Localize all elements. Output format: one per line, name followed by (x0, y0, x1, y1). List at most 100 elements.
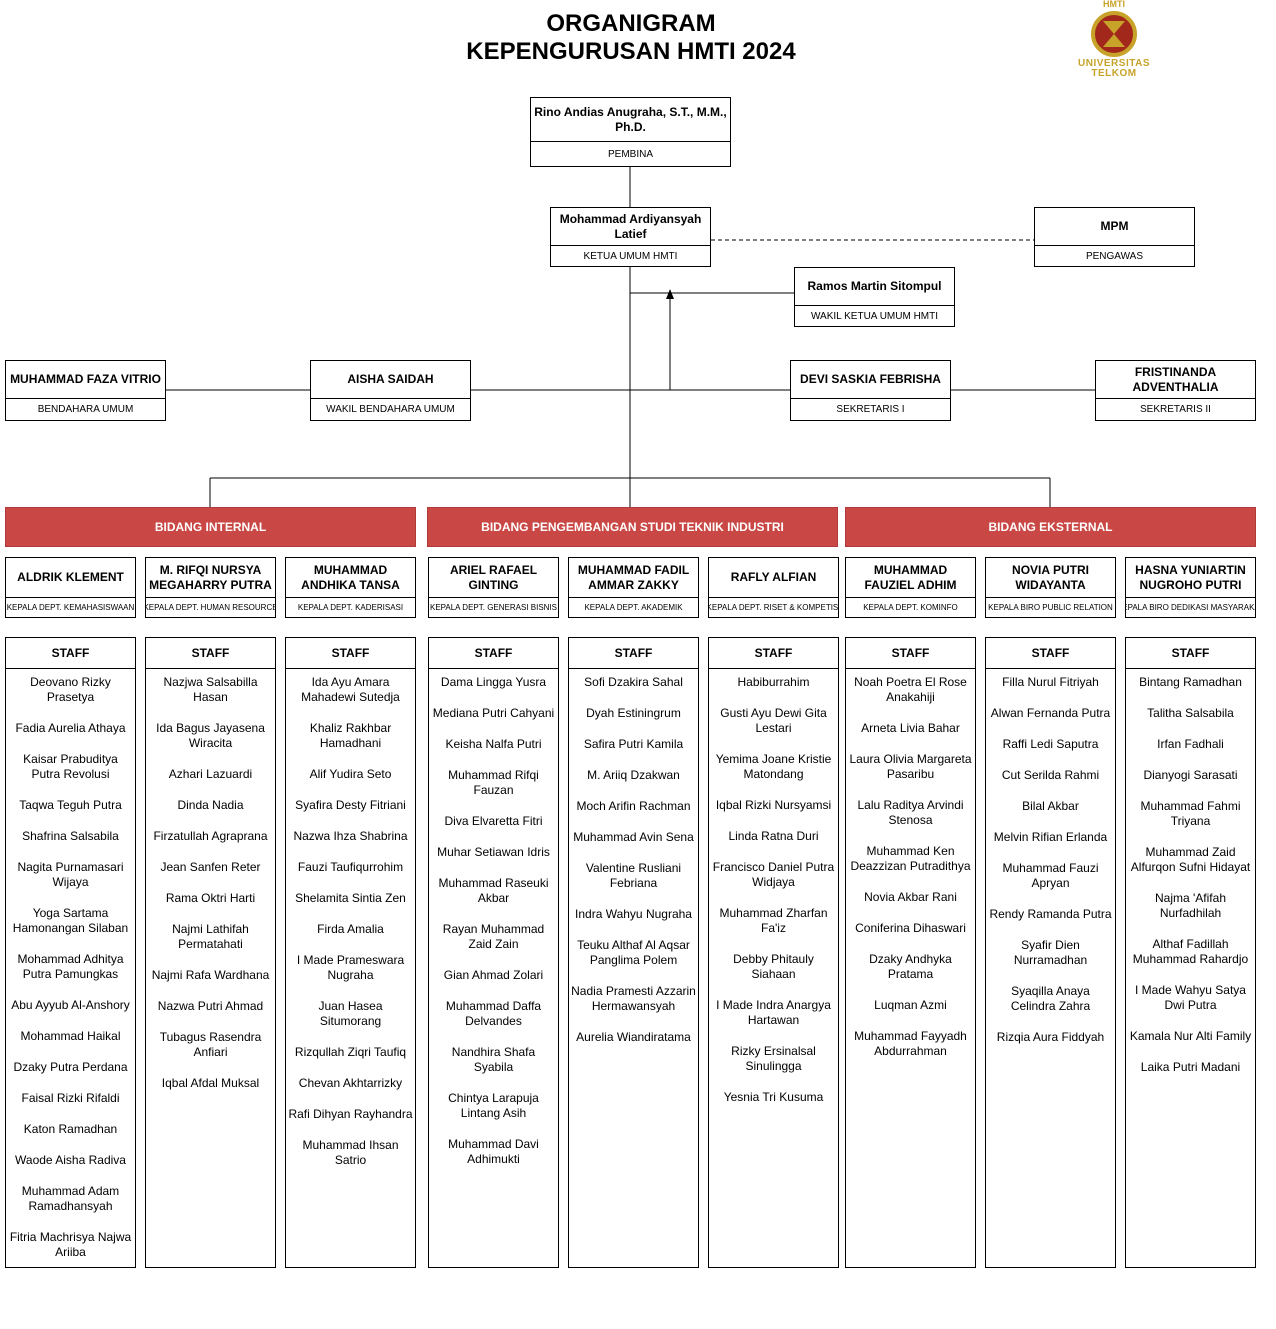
staff-header: STAFF (6, 638, 135, 669)
staff-member: Syafir Dien Nurramadhan (1013, 938, 1088, 967)
staff-member: Chintya Larapuja Lintang Asih (448, 1091, 539, 1120)
staff-member: Ida Ayu Amara Mahadewi Sutedja (301, 675, 400, 704)
staff-member: Iqbal Afdal Muksal (161, 1076, 260, 1090)
staff-member: Talitha Salsabila (1147, 706, 1234, 720)
staff-member: Linda Ratna Duri (728, 829, 819, 843)
staff-member: Novia Akbar Rani (864, 890, 957, 904)
staff-member: Dzaky Andhyka Pratama (869, 952, 952, 981)
staff-member: Dianyogi Sarasati (1143, 768, 1238, 782)
staff-member: Muhammad Fahmi Triyana (1140, 799, 1241, 828)
staff-member: Gusti Ayu Dewi Gita Lestari (720, 706, 827, 735)
staff-member: Ida Bagus Jayasena Wiracita (156, 721, 265, 750)
staff-member: Muhammad Zaid Alfurqon Sufni Hidayat (1130, 845, 1251, 874)
staff-member: Aurelia Wiandiratama (576, 1030, 691, 1044)
staff-member: Rafi Dihyan Rayhandra (288, 1107, 413, 1121)
staff-member: Waode Aisha Radiva (15, 1153, 126, 1167)
page-title: ORGANIGRAM KEPENGURUSAN HMTI 2024 (380, 10, 882, 66)
staff-member: Alwan Fernanda Putra (990, 706, 1111, 720)
staff-member: Firzatullah Agraprana (153, 829, 268, 843)
staff-member: Lalu Raditya Arvindi Stenosa (857, 798, 964, 827)
sekretaris-1-name: DEVI SASKIA FEBRISHA (791, 361, 950, 399)
staff-member: Muhammad Adam Ramadhansyah (21, 1184, 120, 1213)
staff-member: Yemima Joane Kristie Matondang (715, 752, 832, 781)
staff-member: Kamala Nur Alti Family (1129, 1029, 1252, 1043)
staff-member: Muhammad Fauzi Apryan (1002, 861, 1099, 890)
staff-member: Deovano Rizky Prasetya (30, 675, 111, 704)
staff-member: Noah Poetra El Rose Anakahiji (854, 675, 967, 704)
staff-member: Nazwa Ihza Shabrina (293, 829, 408, 843)
staff-member: Laika Putri Madani (1140, 1060, 1241, 1074)
staff-member: Teuku Althaf Al Aqsar Panglima Polem (577, 938, 690, 967)
logo-text-line-2: TELKOM (1091, 68, 1137, 79)
staff-member: Syaqilla Anaya Celindra Zahra (1010, 984, 1091, 1013)
dept-head-role: KEPALA DEPT. AKADEMIK (584, 603, 683, 612)
dept-head-role: KEPALA BIRO PUBLIC RELATION (988, 603, 1113, 612)
staff-member: Muhammad Daffa Delvandes (445, 999, 542, 1028)
hmti-logo: HMTI UNIVERSITAS TELKOM (1065, 0, 1163, 86)
wakil-ketua-role: WAKIL KETUA UMUM HMTI (810, 310, 939, 322)
bidang-internal: BIDANG INTERNAL (5, 507, 416, 547)
staff-member: Nagita Purnamasari Wijaya (17, 860, 124, 889)
staff-member: Muhammad Raseuki Akbar (438, 876, 549, 905)
logo-emblem-icon (1091, 11, 1137, 57)
dept-head-name: RAFLY ALFIAN (709, 558, 838, 598)
staff-member: Irfan Fadhali (1157, 737, 1224, 751)
staff-member: Khaliz Rakhbar Hamadhani (309, 721, 392, 750)
dept-head-role: KEPALA DEPT. KEMAHASISWAAN (6, 603, 135, 612)
staff-member: Mohammad Haikal (20, 1029, 121, 1043)
staff-member: Melvin Rifian Erlanda (993, 830, 1108, 844)
staff-member: Safira Putri Kamila (583, 737, 684, 751)
ketua-name: Mohammad Ardiyansyah Latief (551, 208, 710, 246)
staff-member: Muhammad Ihsan Satrio (302, 1138, 399, 1167)
staff-member: Luqman Azmi (874, 998, 947, 1012)
title-line-2: KEPENGURUSAN HMTI 2024 (466, 38, 796, 65)
staff-member: Nazjwa Salsabilla Hasan (163, 675, 258, 704)
staff-member: Laura Olivia Margareta Pasaribu (849, 752, 972, 781)
ketua-box: Mohammad Ardiyansyah Latief KETUA UMUM H… (550, 207, 711, 267)
staff-member: Moch Arifin Rachman (576, 799, 691, 813)
staff-member: M. Ariiq Dzakwan (587, 768, 680, 782)
staff-member: Muhammad Rifqi Fauzan (448, 768, 539, 797)
staff-member: Mohammad Adhitya Putra Pamungkas (17, 952, 124, 981)
staff-header: STAFF (286, 638, 415, 669)
dept-head-box: HASNA YUNIARTIN NUGROHO PUTRIKEPALA BIRO… (1125, 557, 1256, 618)
dept-head-name: ARIEL RAFAEL GINTING (429, 558, 558, 598)
staff-member: Najmi Rafa Wardhana (151, 968, 270, 982)
mpm-name: MPM (1035, 208, 1194, 246)
staff-member: Muhammad Avin Sena (573, 830, 694, 844)
staff-member: Cut Serilda Rahmi (1001, 768, 1100, 782)
staff-member: Althaf Fadillah Muhammad Rahardjo (1132, 937, 1249, 966)
sekretaris-1-box: DEVI SASKIA FEBRISHA SEKRETARIS I (790, 360, 951, 421)
staff-member: Tubagus Rasendra Anfiari (159, 1030, 262, 1059)
staff-member: Fauzi Taufiqurrohim (297, 860, 404, 874)
bendahara-role: BENDAHARA UMUM (37, 404, 134, 415)
bendahara-name: MUHAMMAD FAZA VITRIO (6, 361, 165, 399)
staff-member: Dyah Estiningrum (586, 706, 681, 720)
bidang-eksternal: BIDANG EKSTERNAL (845, 507, 1256, 547)
staff-member: Najma 'Afifah Nurfadhilah (1155, 891, 1226, 920)
sekretaris-2-box: FRISTINANDA ADVENTHALIA SEKRETARIS II (1095, 360, 1256, 421)
dept-head-role: KEPALA DEPT. KADERISASI (297, 603, 404, 612)
staff-member: Bintang Ramadhan (1139, 675, 1242, 689)
staff-member: Habiburrahim (737, 675, 810, 689)
sekretaris-2-name: FRISTINANDA ADVENTHALIA (1096, 361, 1255, 399)
staff-member: Rizqullah Ziqri Taufiq (294, 1045, 407, 1059)
pembina-role: PEMBINA (607, 148, 653, 160)
wakil-bendahara-role: WAKIL BENDAHARA UMUM (326, 404, 455, 415)
staff-header: STAFF (569, 638, 698, 669)
staff-header: STAFF (429, 638, 558, 669)
staff-member: Jean Sanfen Reter (160, 860, 261, 874)
staff-header: STAFF (146, 638, 275, 669)
staff-member: Kaisar Prabuditya Putra Revolusi (23, 752, 118, 781)
